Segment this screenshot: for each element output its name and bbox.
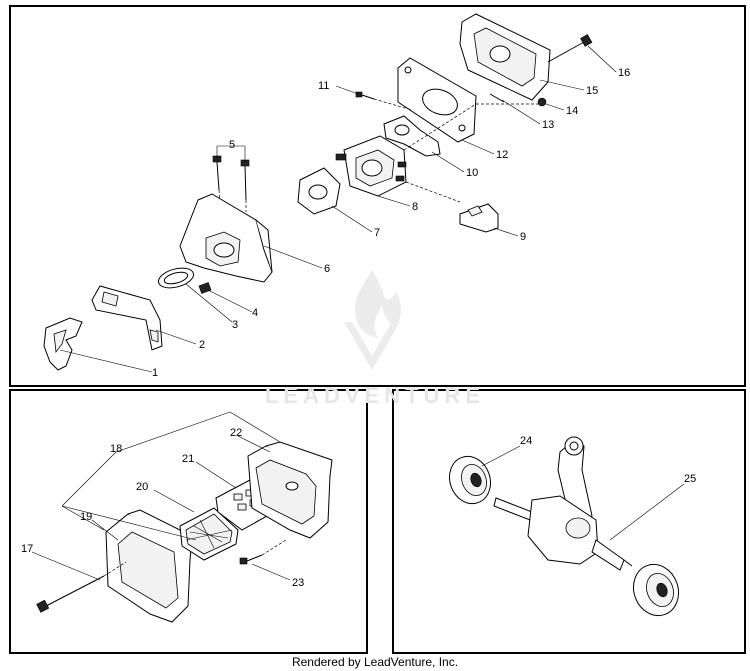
part-10-plate: [383, 115, 441, 157]
label-part-2: 2: [199, 339, 205, 351]
label-part-14: 14: [566, 105, 578, 117]
part-19-filter-cover: [105, 509, 193, 623]
label-part-5: 5: [229, 139, 235, 151]
part-24-bearing: [448, 455, 492, 505]
label-part-8: 8: [412, 201, 418, 213]
part-3-gasket: [157, 267, 195, 289]
label-part-7: 7: [374, 227, 380, 239]
label-part-10: 10: [466, 167, 478, 179]
part-25-crankshaft: [493, 436, 633, 571]
leader-lines-bottom-left: [31, 411, 291, 581]
label-part-11: 11: [318, 80, 329, 92]
part-20-filter-element: [179, 507, 239, 561]
part-15-airbox: [459, 13, 551, 101]
label-part-22: 22: [230, 427, 242, 439]
part-17-screw: [36, 575, 105, 613]
part-4-nut: [198, 282, 212, 294]
label-part-18: 18: [110, 443, 122, 455]
part-23-screw: [239, 554, 263, 565]
label-part-15: 15: [586, 85, 598, 97]
label-part-12: 12: [496, 149, 508, 161]
label-part-17: 17: [21, 543, 33, 555]
label-part-6: 6: [324, 263, 330, 275]
part-16-bolt: [547, 34, 593, 63]
part-25-bearing: [632, 563, 680, 617]
part-12-flange: [397, 57, 477, 143]
part-2-bracket: [91, 285, 163, 351]
label-part-21: 21: [182, 453, 194, 465]
label-part-1: 1: [152, 367, 158, 379]
watermark-logo: LEADVENTURE: [265, 270, 485, 408]
part-14-nut: [537, 97, 547, 107]
label-part-25: 25: [684, 473, 696, 485]
watermark-text: LEADVENTURE: [265, 383, 485, 408]
label-part-9: 9: [520, 231, 526, 243]
assembly-guides-bottom-left: [103, 539, 287, 577]
part-22-filter-housing: [247, 441, 333, 539]
leader-lines-top: [59, 45, 617, 373]
part-1-guard: [43, 317, 83, 371]
label-part-3: 3: [232, 319, 238, 331]
part-11-screw: [355, 91, 375, 100]
label-part-23: 23: [292, 577, 304, 589]
label-part-4: 4: [252, 307, 258, 319]
label-part-13: 13: [542, 119, 554, 131]
part-7-gasket: [297, 167, 341, 215]
part-13-dowel: [489, 93, 505, 103]
label-part-16: 16: [618, 67, 630, 79]
leader-lines-bottom-right: [481, 445, 685, 541]
part-5-screws: [212, 155, 250, 212]
label-part-20: 20: [136, 481, 148, 493]
footer-credit: Rendered by LeadVenture, Inc.: [291, 655, 459, 669]
label-part-24: 24: [520, 435, 532, 447]
label-part-19: 19: [80, 511, 92, 523]
part-8-carburetor: [335, 135, 407, 197]
part-9-lever: [459, 203, 499, 233]
part-6-housing: [179, 193, 273, 283]
